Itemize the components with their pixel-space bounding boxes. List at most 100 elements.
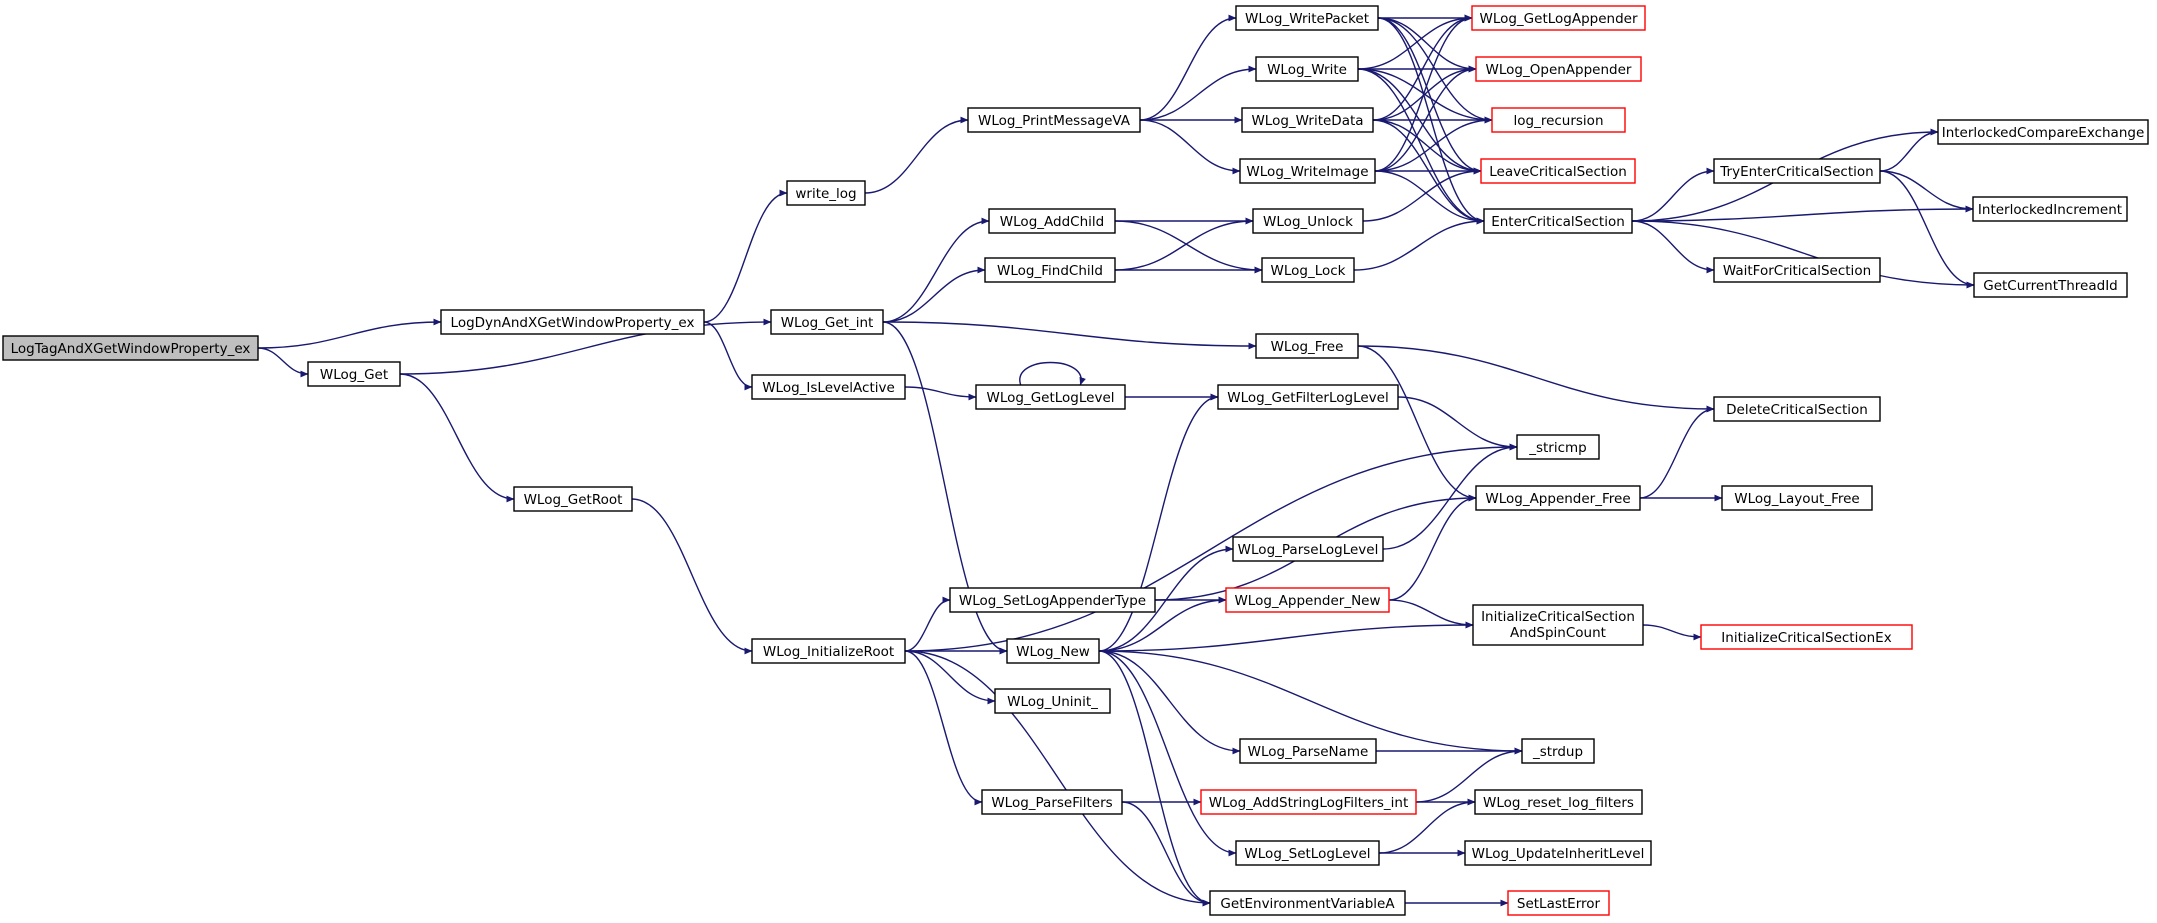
node-addstring[interactable]: WLog_AddStringLogFilters_int <box>1200 789 1417 815</box>
node-box[interactable] <box>988 208 1116 234</box>
node-box[interactable] <box>1937 119 2149 145</box>
node-parsename[interactable]: WLog_ParseName <box>1239 738 1377 764</box>
node-box[interactable] <box>751 374 906 400</box>
node-setlasterror[interactable]: SetLastError <box>1507 890 1610 916</box>
node-setloglevel[interactable]: WLog_SetLogLevel <box>1235 840 1380 866</box>
node-wlog_free[interactable]: WLog_Free <box>1255 333 1359 359</box>
node-appender_free[interactable]: WLog_Appender_Free <box>1475 485 1641 511</box>
node-box[interactable] <box>1474 789 1643 815</box>
node-box[interactable] <box>984 257 1116 283</box>
node-box[interactable] <box>1713 158 1881 184</box>
node-writeimage[interactable]: WLog_WriteImage <box>1239 158 1376 184</box>
node-logrec[interactable]: log_recursion <box>1491 107 1626 133</box>
node-findchild[interactable]: WLog_FindChild <box>984 257 1116 283</box>
node-box[interactable] <box>1261 257 1355 283</box>
node-box[interactable] <box>751 638 906 664</box>
node-logdyn[interactable]: LogDynAndXGetWindowProperty_ex <box>440 309 705 335</box>
node-box[interactable] <box>1464 840 1652 866</box>
node-box[interactable] <box>1241 107 1374 133</box>
node-box[interactable] <box>1721 485 1873 511</box>
node-lock[interactable]: WLog_Lock <box>1261 257 1355 283</box>
node-addchild[interactable]: WLog_AddChild <box>988 208 1116 234</box>
node-box[interactable] <box>1252 208 1364 234</box>
node-stricmp[interactable]: _stricmp <box>1516 434 1600 460</box>
node-tryenter[interactable]: TryEnterCriticalSection <box>1713 158 1881 184</box>
node-box[interactable] <box>1521 738 1595 764</box>
node-box[interactable] <box>1516 434 1600 460</box>
node-write_log[interactable]: write_log <box>786 180 866 206</box>
node-icx[interactable]: InterlockedCompareExchange <box>1937 119 2149 145</box>
node-strdup[interactable]: _strdup <box>1521 738 1595 764</box>
node-box[interactable] <box>1475 56 1642 82</box>
node-box[interactable] <box>307 361 401 387</box>
node-waitcs[interactable]: WaitForCriticalSection <box>1713 257 1881 283</box>
node-box[interactable] <box>513 486 633 512</box>
node-writedata[interactable]: WLog_WriteData <box>1241 107 1374 133</box>
node-layoutfree[interactable]: WLog_Layout_Free <box>1721 485 1873 511</box>
node-box[interactable] <box>1480 158 1636 184</box>
node-box[interactable] <box>1225 587 1390 613</box>
node-box[interactable] <box>994 688 1111 714</box>
node-getlogappender[interactable]: WLog_GetLogAppender <box>1471 5 1646 31</box>
node-box[interactable] <box>949 587 1156 613</box>
node-islevel[interactable]: WLog_IsLevelActive <box>751 374 906 400</box>
node-box[interactable] <box>975 384 1126 410</box>
node-box[interactable] <box>770 309 884 335</box>
node-box[interactable] <box>981 789 1123 815</box>
node-setappender[interactable]: WLog_SetLogAppenderType <box>949 587 1156 613</box>
node-box[interactable] <box>1483 208 1633 234</box>
node-leavecs[interactable]: LeaveCriticalSection <box>1480 158 1636 184</box>
node-appender_new[interactable]: WLog_Appender_New <box>1225 587 1390 613</box>
node-box[interactable] <box>1700 624 1913 650</box>
node-gettid[interactable]: GetCurrentThreadId <box>1973 272 2128 298</box>
node-box[interactable] <box>1491 107 1626 133</box>
node-box[interactable] <box>1200 789 1417 815</box>
node-wlog_get_int[interactable]: WLog_Get_int <box>770 309 884 335</box>
node-box[interactable] <box>1006 638 1100 664</box>
node-parseloglevel[interactable]: WLog_ParseLogLevel <box>1232 536 1384 562</box>
node-box[interactable] <box>1239 738 1377 764</box>
node-printmsg[interactable]: WLog_PrintMessageVA <box>967 107 1141 133</box>
node-box[interactable] <box>1973 272 2128 298</box>
node-box[interactable] <box>1475 485 1641 511</box>
node-unlock[interactable]: WLog_Unlock <box>1252 208 1364 234</box>
node-box[interactable] <box>967 107 1141 133</box>
node-box[interactable] <box>1209 890 1406 916</box>
node-box[interactable] <box>1713 396 1881 422</box>
node-root[interactable]: LogTagAndXGetWindowProperty_ex <box>2 335 259 361</box>
node-getroot[interactable]: WLog_GetRoot <box>513 486 633 512</box>
node-uninit[interactable]: WLog_Uninit_ <box>994 688 1111 714</box>
node-box[interactable] <box>1507 890 1610 916</box>
node-wlog_get[interactable]: WLog_Get <box>307 361 401 387</box>
node-box[interactable] <box>1255 56 1359 82</box>
node-box[interactable] <box>1471 5 1646 31</box>
node-box[interactable] <box>1217 384 1399 410</box>
node-updateinherit[interactable]: WLog_UpdateInheritLevel <box>1464 840 1652 866</box>
node-box[interactable] <box>1255 333 1359 359</box>
node-getenv[interactable]: GetEnvironmentVariableA <box>1209 890 1406 916</box>
node-iinc[interactable]: InterlockedIncrement <box>1972 196 2128 222</box>
node-box[interactable] <box>1232 536 1384 562</box>
node-entercs[interactable]: EnterCriticalSection <box>1483 208 1633 234</box>
node-box[interactable] <box>1472 604 1644 646</box>
node-box[interactable] <box>786 180 866 206</box>
node-initroot[interactable]: WLog_InitializeRoot <box>751 638 906 664</box>
node-parsefilters[interactable]: WLog_ParseFilters <box>981 789 1123 815</box>
node-box[interactable] <box>1239 158 1376 184</box>
node-box[interactable] <box>2 335 259 361</box>
node-wlog_new[interactable]: WLog_New <box>1006 638 1100 664</box>
node-box[interactable] <box>1713 257 1881 283</box>
node-box[interactable] <box>440 309 705 335</box>
node-box[interactable] <box>1235 840 1380 866</box>
node-deletecs[interactable]: DeleteCriticalSection <box>1713 396 1881 422</box>
node-box[interactable] <box>1972 196 2128 222</box>
node-wlog_write[interactable]: WLog_Write <box>1255 56 1359 82</box>
node-writepacket[interactable]: WLog_WritePacket <box>1235 5 1379 31</box>
node-resetfilters[interactable]: WLog_reset_log_filters <box>1474 789 1643 815</box>
node-box[interactable] <box>1235 5 1379 31</box>
node-initcsex[interactable]: InitializeCriticalSectionEx <box>1700 624 1913 650</box>
node-openappender[interactable]: WLog_OpenAppender <box>1475 56 1642 82</box>
node-getloglevel[interactable]: WLog_GetLogLevel <box>975 384 1126 410</box>
node-getfilter[interactable]: WLog_GetFilterLogLevel <box>1217 384 1399 410</box>
